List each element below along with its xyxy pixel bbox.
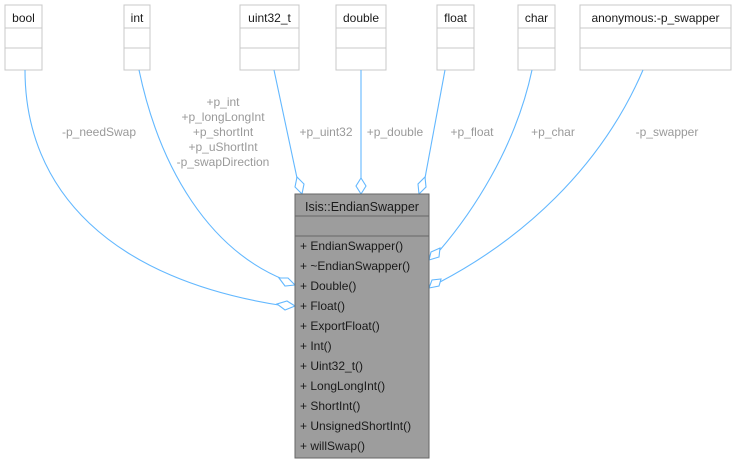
type-name: uint32_t	[248, 11, 291, 25]
edge-label-p-uint32: +p_uint32	[299, 125, 352, 139]
type-name: float	[444, 11, 467, 25]
edge-label: +p_int	[206, 95, 240, 109]
aggregation-diamond-icon	[417, 175, 427, 196]
aggregation-diamond-icon	[294, 175, 305, 196]
method-list: + EndianSwapper() + ~EndianSwapper() + D…	[300, 239, 411, 453]
type-box-bool[interactable]: bool	[4, 4, 43, 71]
method-item: + ~EndianSwapper()	[300, 259, 410, 273]
type-box-float[interactable]: float	[436, 4, 475, 71]
edge-label-p-float: +p_float	[450, 125, 494, 139]
edge-label-p-double: +p_double	[367, 125, 424, 139]
method-item: + Float()	[300, 299, 345, 313]
aggregation-diamond-icon	[275, 300, 297, 311]
aggregation-diamond-icon	[277, 277, 297, 287]
method-item: + UnsignedShortInt()	[300, 419, 411, 433]
edge-anonymous	[428, 69, 644, 289]
method-item: + EndianSwapper()	[300, 239, 403, 253]
edge-int	[138, 69, 297, 287]
type-name: anonymous:-p_swapper	[591, 11, 719, 25]
edge-bool	[24, 69, 297, 311]
type-box-uint32[interactable]: uint32_t	[239, 4, 300, 71]
type-name: int	[131, 11, 144, 25]
method-item: + LongLongInt()	[300, 379, 385, 393]
type-name: double	[343, 11, 379, 25]
aggregation-diamond-icon	[355, 176, 367, 196]
type-box-char[interactable]: char	[517, 4, 556, 71]
method-item: + willSwap()	[300, 439, 365, 453]
method-item: + ExportFloat()	[300, 319, 380, 333]
aggregation-diamond-icon	[428, 278, 442, 289]
edge-label-p-swapper: -p_swapper	[636, 125, 699, 139]
method-item: + Int()	[300, 339, 332, 353]
edge-double	[355, 70, 367, 196]
method-item: + ShortInt()	[300, 399, 360, 413]
method-item: + Double()	[300, 279, 356, 293]
type-box-double[interactable]: double	[335, 4, 387, 71]
edge-label-p-needSwap: -p_needSwap	[62, 125, 136, 139]
edge-label-p-char: +p_char	[531, 125, 575, 139]
type-name: bool	[12, 11, 35, 25]
method-item: + Uint32_t()	[300, 359, 363, 373]
aggregation-diamond-icon	[428, 247, 441, 261]
edge-float	[417, 69, 446, 196]
edge-label: +p_shortInt	[193, 125, 254, 139]
edge-char	[428, 69, 533, 261]
main-class-name: Isis::EndianSwapper	[305, 200, 419, 214]
edge-uint32	[273, 69, 305, 196]
type-box-int[interactable]: int	[123, 4, 151, 71]
edge-label: +p_longLongInt	[181, 110, 265, 124]
edge-labels-int: +p_int +p_longLongInt +p_shortInt +p_uSh…	[177, 95, 270, 169]
main-class-box[interactable]: Isis::EndianSwapper + EndianSwapper() + …	[294, 193, 430, 459]
edge-label: +p_uShortInt	[188, 140, 258, 154]
edge-label: -p_swapDirection	[177, 155, 270, 169]
type-box-anonymous-p-swapper[interactable]: anonymous:-p_swapper	[579, 4, 732, 71]
type-name: char	[525, 11, 548, 25]
